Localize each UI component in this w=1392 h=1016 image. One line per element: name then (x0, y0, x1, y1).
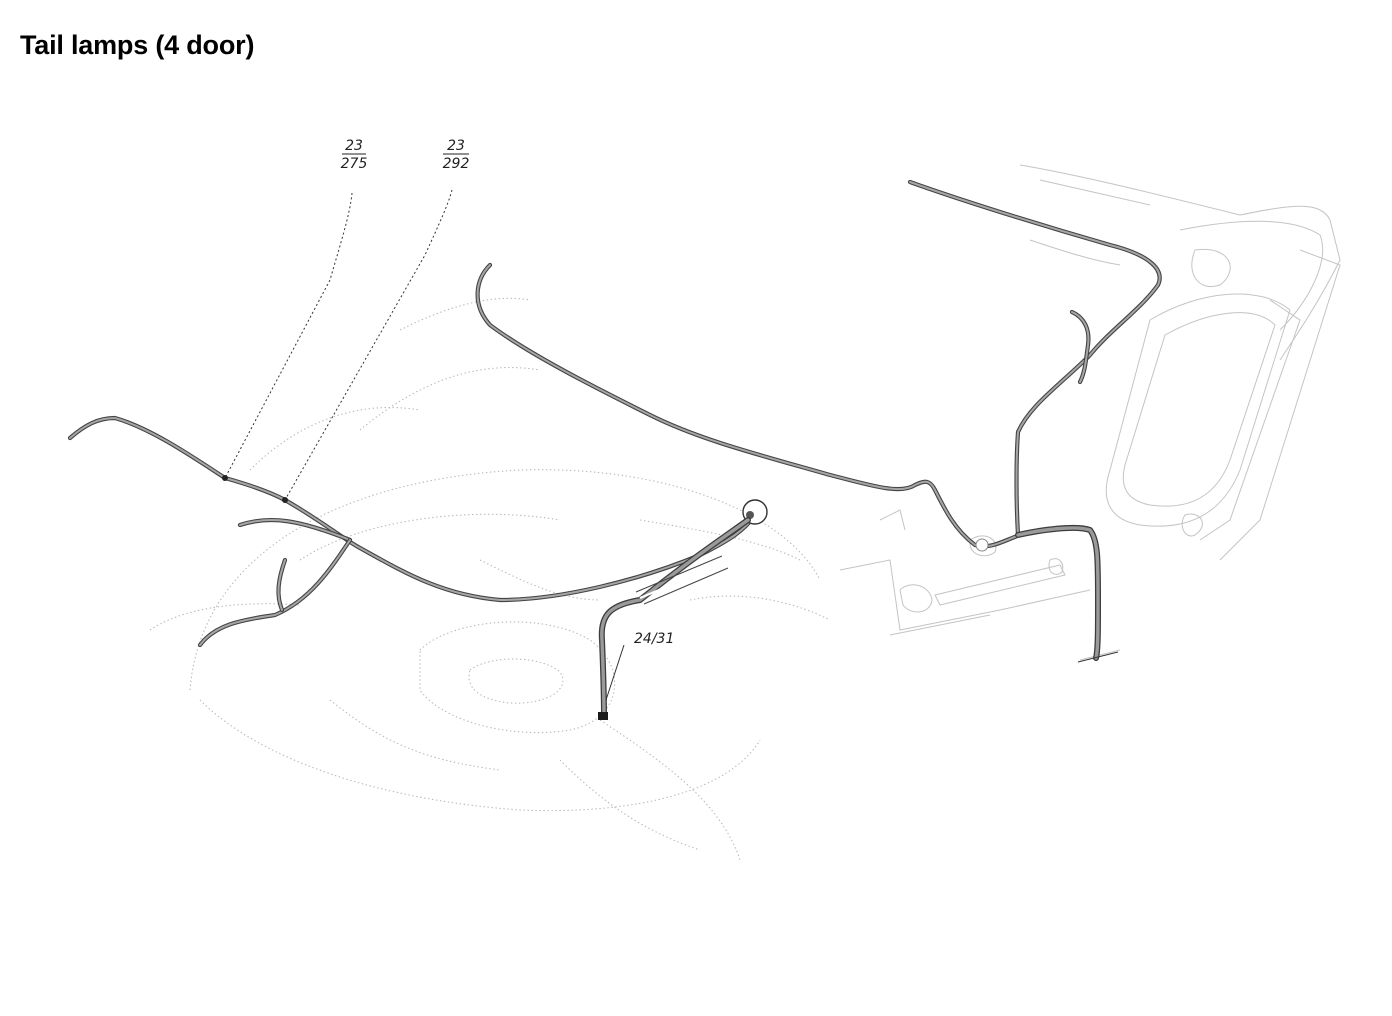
callout-leaders (224, 189, 625, 701)
leader-24-31 (605, 644, 625, 701)
callout-denominator: 292 (443, 156, 470, 172)
callout-23-275: 23 275 (341, 138, 368, 172)
page-title: Tail lamps (4 door) (20, 30, 255, 60)
callout-23-292: 23 292 (443, 138, 470, 172)
leader-23-275 (224, 192, 353, 479)
leader-23-292 (284, 189, 453, 501)
callout-denominator: 275 (341, 156, 368, 172)
callout-24-31: 24/31 (634, 631, 674, 647)
callout-numerator: 23 (447, 138, 465, 154)
tail-lamp-harness (67, 179, 1162, 720)
callout-numerator: 23 (345, 138, 363, 154)
callout-label: 24/31 (634, 631, 674, 647)
car-body-outline (149, 164, 1341, 861)
